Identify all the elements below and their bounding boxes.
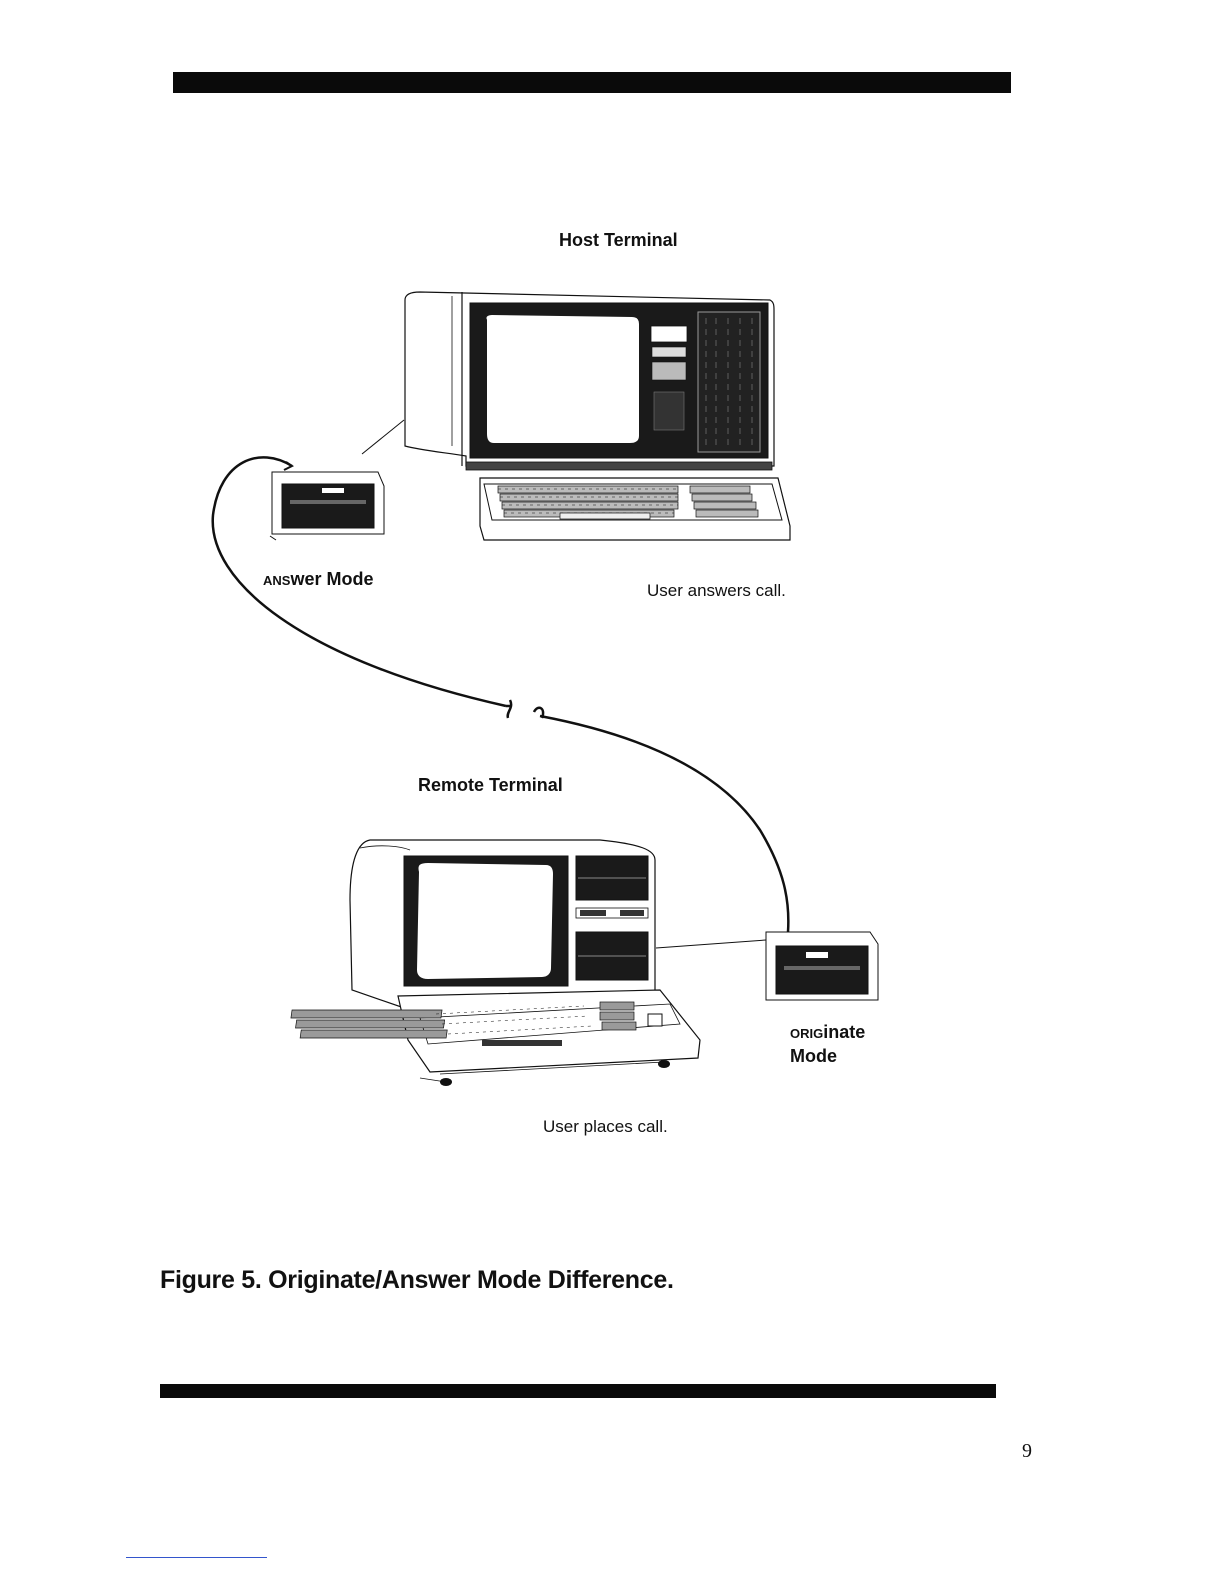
originate-mode-rest: inate xyxy=(823,1022,865,1042)
answer-mode-label: ANSwer Mode xyxy=(263,569,373,590)
answer-mode-smallcaps: ANS xyxy=(263,573,290,588)
remote-terminal-icon xyxy=(291,840,766,1086)
user-places-caption: User places call. xyxy=(543,1117,668,1137)
host-terminal-label: Host Terminal xyxy=(559,230,678,251)
answer-modem-icon xyxy=(270,420,404,540)
remote-terminal-label: Remote Terminal xyxy=(418,775,563,796)
figure-caption: Figure 5. Originate/Answer Mode Differen… xyxy=(160,1266,674,1295)
originate-mode-smallcaps: ORIG xyxy=(790,1026,823,1041)
bottom-rule xyxy=(160,1384,996,1398)
host-terminal-icon xyxy=(405,292,790,540)
answer-mode-rest: wer Mode xyxy=(290,569,373,589)
originate-modem-icon xyxy=(766,932,878,1000)
user-answers-caption: User answers call. xyxy=(647,581,786,601)
footnote-divider xyxy=(126,1557,267,1558)
page-number: 9 xyxy=(1022,1440,1032,1463)
originate-mode-line2: Mode xyxy=(790,1046,837,1066)
